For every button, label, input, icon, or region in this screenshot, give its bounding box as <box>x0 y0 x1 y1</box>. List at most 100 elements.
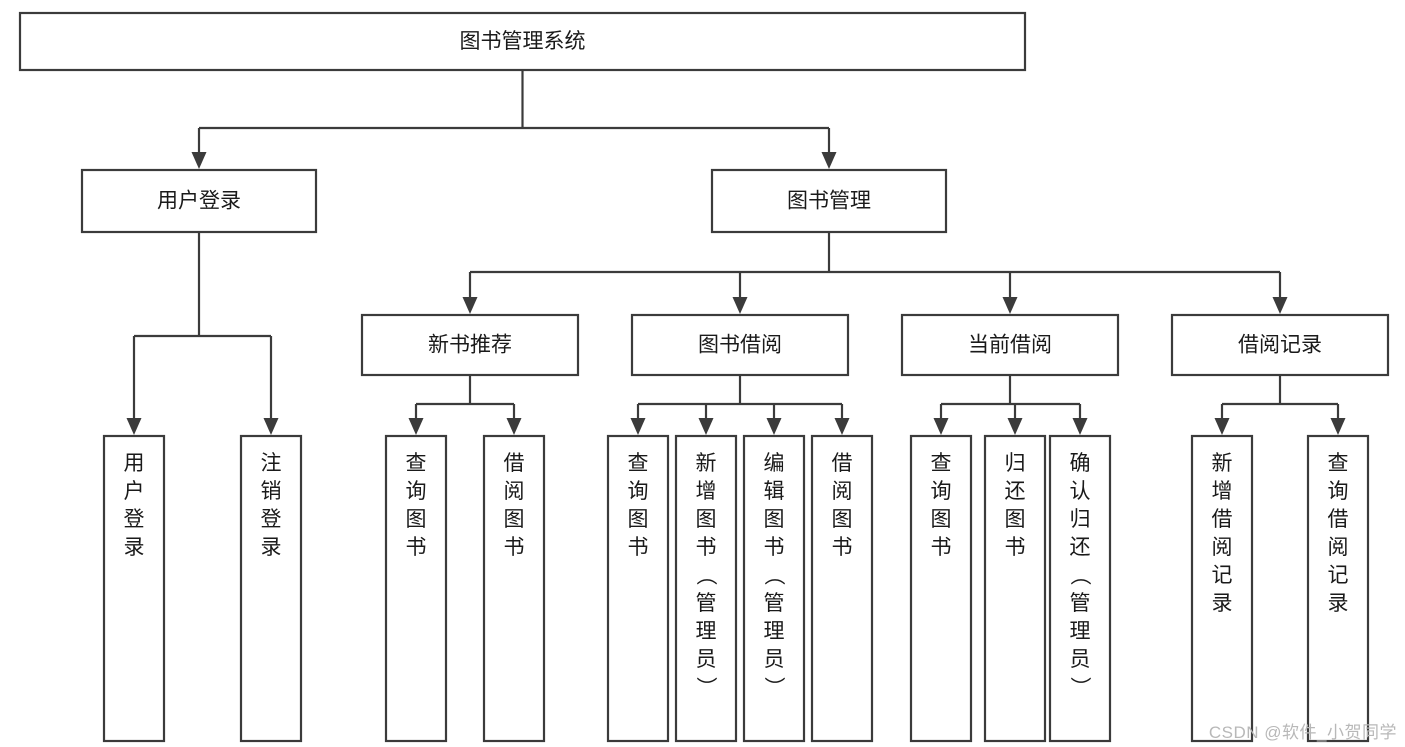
node-box <box>102 434 166 743</box>
node-label-char: 增 <box>1212 480 1233 503</box>
node-label-char: 还 <box>1005 480 1026 503</box>
arrow-head-icon <box>126 418 142 435</box>
node-box <box>18 11 1027 72</box>
node-label-char: 书 <box>696 536 717 559</box>
node-label-char: 查 <box>406 452 427 475</box>
arrow-head-icon <box>408 418 424 435</box>
node-label-char: 员 <box>696 648 717 671</box>
node-label: 用户登录 <box>157 190 241 213</box>
node-label-char: 归 <box>1070 508 1091 531</box>
node-leaf_1[interactable]: 用户登录 <box>102 434 166 743</box>
node-label-char: 记 <box>1212 564 1233 587</box>
node-label-char: 图 <box>832 508 853 531</box>
node-label-char: 户 <box>124 480 145 503</box>
node-l2_2[interactable]: 图书管理 <box>710 168 948 234</box>
node-l3_2[interactable]: 图书借阅 <box>630 313 850 377</box>
arrow-head-icon <box>1214 418 1230 435</box>
node-label-char: ） <box>1068 677 1091 698</box>
node-label-char: 注 <box>261 452 282 475</box>
node-label-char: 询 <box>1328 480 1349 503</box>
node-label: 图书借阅 <box>698 334 782 357</box>
node-label-char: 图 <box>931 508 952 531</box>
node-label-char: 查 <box>931 452 952 475</box>
node-label-char: 询 <box>931 480 952 503</box>
node-l2_1[interactable]: 用户登录 <box>80 168 318 234</box>
connector-layer <box>126 70 1346 435</box>
arrow-head-icon <box>1272 297 1288 314</box>
node-box <box>630 313 850 377</box>
node-label-char: 图 <box>406 508 427 531</box>
node-box <box>239 434 303 743</box>
arrow-head-icon <box>506 418 522 435</box>
node-box <box>482 434 546 743</box>
node-box <box>900 313 1120 377</box>
node-label: 图书管理 <box>787 190 871 213</box>
node-box <box>384 434 448 743</box>
node-label-char: 录 <box>1328 592 1349 615</box>
arrow-head-icon <box>698 418 714 435</box>
node-box <box>360 313 580 377</box>
node-label-char: 还 <box>1070 536 1091 559</box>
node-label-char: 图 <box>1005 508 1026 531</box>
node-label: 当前借阅 <box>968 334 1052 357</box>
node-label-char: 录 <box>261 536 282 559</box>
node-box <box>1048 434 1112 743</box>
node-label-char: 图 <box>764 508 785 531</box>
arrow-head-icon <box>821 152 837 169</box>
node-label-char: 阅 <box>504 480 525 503</box>
node-label-char: 管 <box>1070 592 1091 615</box>
node-label-char: 书 <box>764 536 785 559</box>
node-label-char: 管 <box>696 592 717 615</box>
arrow-head-icon <box>462 297 478 314</box>
node-label-char: 图 <box>504 508 525 531</box>
node-root[interactable]: 图书管理系统 <box>18 11 1027 72</box>
node-label: 借阅记录 <box>1238 334 1322 357</box>
node-label-char: （ <box>1068 565 1091 586</box>
node-label-char: 查 <box>1328 452 1349 475</box>
node-label-char: 管 <box>764 592 785 615</box>
node-label-char: 员 <box>764 648 785 671</box>
arrow-head-icon <box>1330 418 1346 435</box>
node-l3_3[interactable]: 当前借阅 <box>900 313 1120 377</box>
node-l3_1[interactable]: 新书推荐 <box>360 313 580 377</box>
node-box <box>909 434 973 743</box>
arrow-head-icon <box>263 418 279 435</box>
node-label-char: 录 <box>124 536 145 559</box>
node-label-char: 销 <box>261 480 282 503</box>
node-l3_4[interactable]: 借阅记录 <box>1170 313 1390 377</box>
node-label-char: 编 <box>764 452 785 475</box>
node-label-char: 书 <box>406 536 427 559</box>
node-box <box>80 168 318 234</box>
node-label-char: 图 <box>628 508 649 531</box>
node-box <box>674 434 738 743</box>
node-label-char: 用 <box>124 452 145 475</box>
node-label-char: 理 <box>764 620 785 643</box>
node-label-char: 记 <box>1328 564 1349 587</box>
node-box <box>810 434 874 743</box>
node-label-char: 书 <box>628 536 649 559</box>
node-label-char: 登 <box>124 508 145 531</box>
node-label-char: 增 <box>696 480 717 503</box>
arrow-head-icon <box>834 418 850 435</box>
arrow-head-icon <box>191 152 207 169</box>
node-label-char: 询 <box>406 480 427 503</box>
node-label-char: 新 <box>1212 452 1233 475</box>
node-label-char: 图 <box>696 508 717 531</box>
node-label-char: 录 <box>1212 592 1233 615</box>
node-label-char: 书 <box>832 536 853 559</box>
node-label-char: 借 <box>1212 508 1233 531</box>
node-label-char: 借 <box>504 452 525 475</box>
